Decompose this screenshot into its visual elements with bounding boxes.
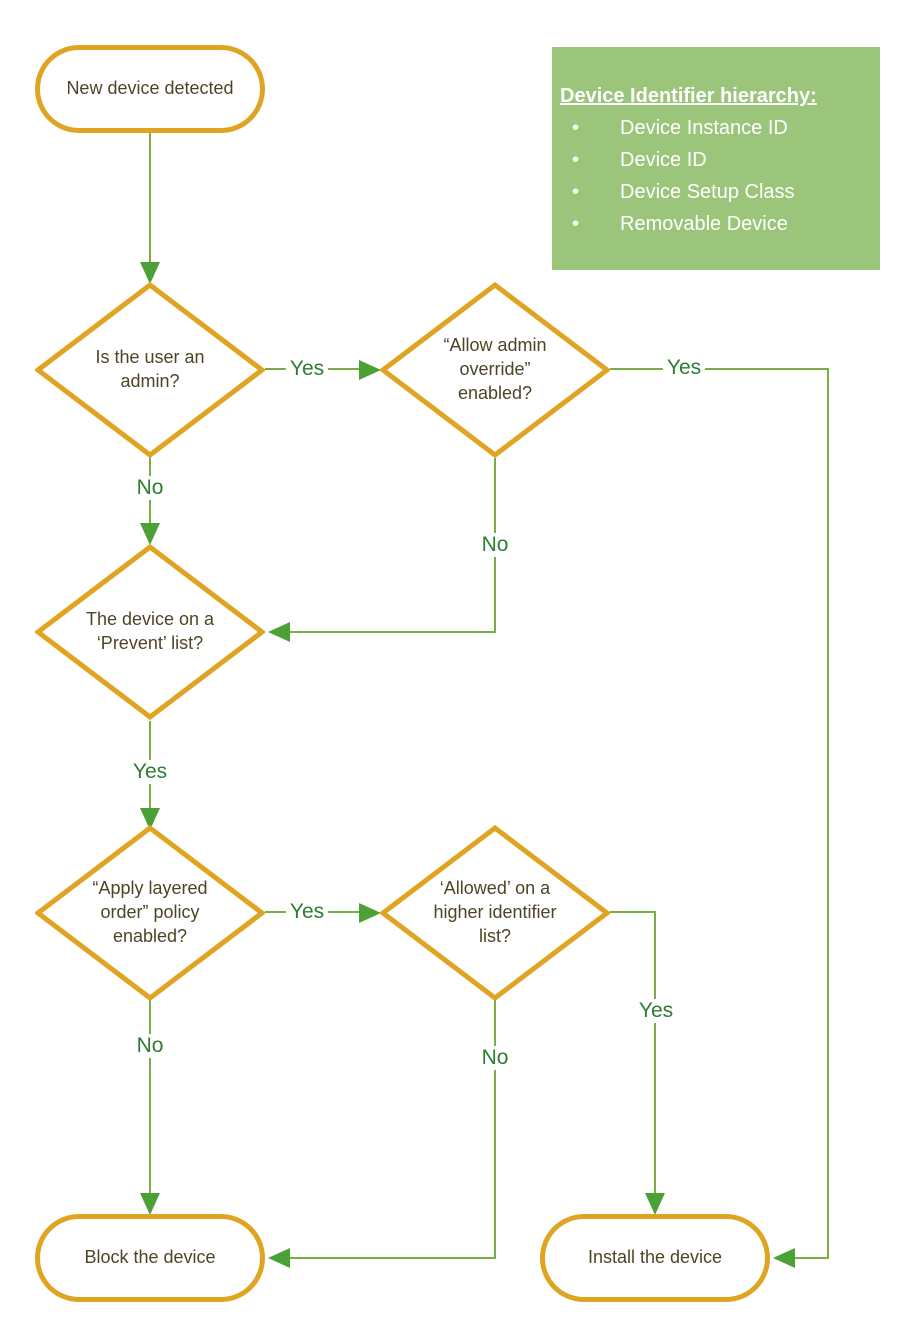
- arrowhead-left-icon: [773, 1248, 795, 1268]
- arrowhead-right-icon: [359, 903, 381, 923]
- node-override-label: “Allow admin override” enabled?: [443, 335, 547, 403]
- edge-allowed-install-h: [610, 911, 656, 913]
- node-start: New device detected: [35, 45, 265, 133]
- node-install: Install the device: [540, 1214, 770, 1302]
- arrowhead-down-icon: [140, 262, 160, 284]
- edge-override-install-h2: [795, 1257, 829, 1259]
- diamond-shape: [35, 544, 265, 720]
- edge-allowed-install-v: [654, 911, 656, 1195]
- arrowhead-down-icon: [140, 1193, 160, 1215]
- edge-label-no: No: [477, 533, 513, 557]
- diamond-shape: [380, 825, 610, 1001]
- edge-label-no: No: [132, 1034, 168, 1058]
- legend-item: Device ID: [560, 149, 872, 172]
- node-layered-check: “Apply layered order” policy enabled?: [35, 825, 265, 1001]
- legend-item: Device Setup Class: [560, 181, 872, 204]
- node-allowed-label: ‘Allowed’ on a higher identifier list?: [433, 878, 557, 946]
- diamond-shape: [380, 282, 610, 458]
- legend-box: Device Identifier hierarchy: Device Inst…: [552, 47, 880, 270]
- diamond-shape: [35, 282, 265, 458]
- edge-override-install-v: [827, 368, 829, 1259]
- legend-item-label: Device Setup Class: [620, 181, 795, 203]
- arrowhead-left-icon: [268, 1248, 290, 1268]
- legend-item: Removable Device: [560, 213, 872, 236]
- bullet-icon: [572, 117, 620, 140]
- node-allowed-check: ‘Allowed’ on a higher identifier list?: [380, 825, 610, 1001]
- edge-start-admin: [149, 133, 151, 263]
- arrowhead-right-icon: [359, 360, 381, 380]
- bullet-icon: [572, 149, 620, 172]
- edge-label-yes: Yes: [285, 900, 329, 924]
- node-start-label: New device detected: [66, 78, 234, 99]
- legend-title: Device Identifier hierarchy:: [560, 85, 817, 107]
- node-admin-label: Is the user an admin?: [95, 347, 205, 391]
- node-install-label: Install the device: [587, 1247, 723, 1268]
- arrowhead-down-icon: [140, 808, 160, 830]
- edge-override-prevent-h: [290, 631, 496, 633]
- node-block-label: Block the device: [84, 1247, 216, 1268]
- bullet-icon: [572, 213, 620, 236]
- node-override-check: “Allow admin override” enabled?: [380, 282, 610, 458]
- arrowhead-down-icon: [140, 523, 160, 545]
- edge-label-yes: Yes: [128, 760, 172, 784]
- node-prevent-label: The device on a ‘Prevent’ list?: [85, 609, 215, 653]
- edge-label-yes: Yes: [285, 357, 329, 381]
- edge-allowed-block-v: [494, 998, 496, 1259]
- arrowhead-down-icon: [645, 1193, 665, 1215]
- edge-allowed-block-h: [290, 1257, 496, 1259]
- arrowhead-left-icon: [268, 622, 290, 642]
- legend-item-label: Device ID: [620, 149, 707, 171]
- node-block: Block the device: [35, 1214, 265, 1302]
- edge-layered-block: [149, 999, 151, 1195]
- legend-item-label: Removable Device: [620, 213, 788, 235]
- edge-label-no: No: [132, 476, 168, 500]
- node-admin-check: Is the user an admin?: [35, 282, 265, 458]
- edge-label-no: No: [477, 1046, 513, 1070]
- legend-item: Device Instance ID: [560, 117, 872, 140]
- edge-label-yes: Yes: [634, 999, 678, 1023]
- diamond-shape: [35, 825, 265, 1001]
- bullet-icon: [572, 181, 620, 204]
- legend-item-label: Device Instance ID: [620, 117, 788, 139]
- node-layered-label: “Apply layered order” policy enabled?: [92, 878, 208, 946]
- edge-override-install-h1: [610, 368, 829, 370]
- node-prevent-check: The device on a ‘Prevent’ list?: [35, 544, 265, 720]
- edge-label-yes: Yes: [662, 356, 706, 380]
- legend-list: Device Instance ID Device ID Device Setu…: [560, 117, 872, 236]
